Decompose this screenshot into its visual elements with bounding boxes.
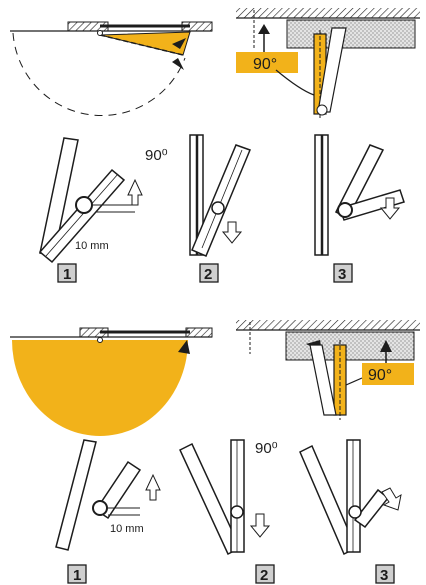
top-step-2-angle: 90⁰ [145, 147, 168, 164]
arrow-icon [172, 58, 184, 70]
up-arrow-icon [380, 340, 392, 352]
arrow-icon [172, 38, 186, 49]
top-step-3: 3 [314, 134, 405, 283]
bottom-angle-label: 90° [368, 367, 392, 384]
top-step-1-number: 1 [63, 266, 71, 283]
bottom-step-1-number: 1 [73, 567, 81, 584]
bottom-step-3-number: 3 [380, 567, 388, 584]
screw-head-icon [211, 201, 225, 215]
top-step-2-number: 2 [204, 266, 212, 283]
bottom-step-2-angle: 90⁰ [255, 440, 278, 457]
screw-head-icon [337, 202, 353, 218]
down-arrow-icon [249, 513, 271, 538]
down-arrow-icon [381, 487, 402, 511]
top-angle-label: 90° [253, 56, 277, 73]
bottom-step-2-number: 2 [260, 567, 268, 584]
bottom-step-2: 90⁰ 2 [179, 439, 278, 584]
top-step-3-number: 3 [338, 266, 346, 283]
bottom-side-view: 90° [236, 320, 420, 420]
screw-head-icon [230, 505, 244, 519]
up-arrow-icon [127, 178, 143, 206]
top-side-view: 90° [236, 8, 420, 118]
top-step-1: 10 mm 1 [38, 137, 143, 283]
down-arrow-icon [379, 197, 401, 220]
screw-head-icon [92, 500, 108, 516]
top-step-2: 90⁰ 2 [145, 134, 251, 283]
bottom-step-1: 10 mm 1 [55, 439, 161, 584]
top-measure-label: 10 mm [75, 240, 109, 252]
bottom-swing-view [10, 327, 213, 436]
arrow-icon [178, 340, 190, 354]
down-arrow-icon [221, 221, 243, 244]
top-swing-view [10, 21, 213, 116]
bottom-measure-label: 10 mm [110, 523, 144, 535]
screw-head-icon [348, 505, 362, 519]
screw-head-icon [75, 196, 93, 214]
bottom-step-3: 3 [299, 439, 402, 584]
up-arrow-icon [258, 24, 270, 34]
up-arrow-icon [145, 473, 161, 501]
